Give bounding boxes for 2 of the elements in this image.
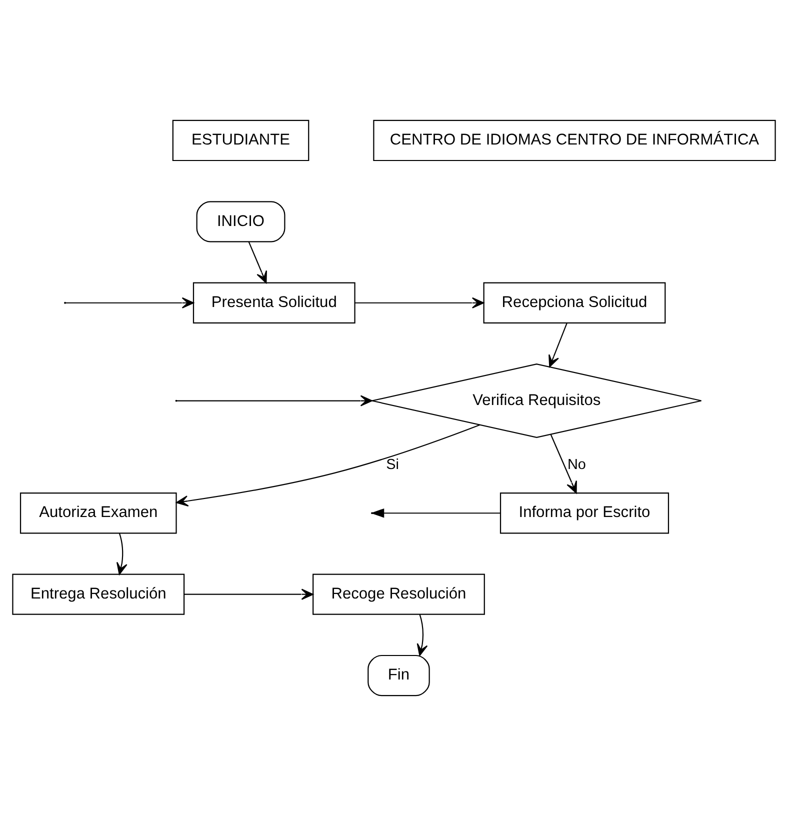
edge-label: Si	[386, 457, 400, 474]
edge-label: No	[567, 457, 586, 474]
